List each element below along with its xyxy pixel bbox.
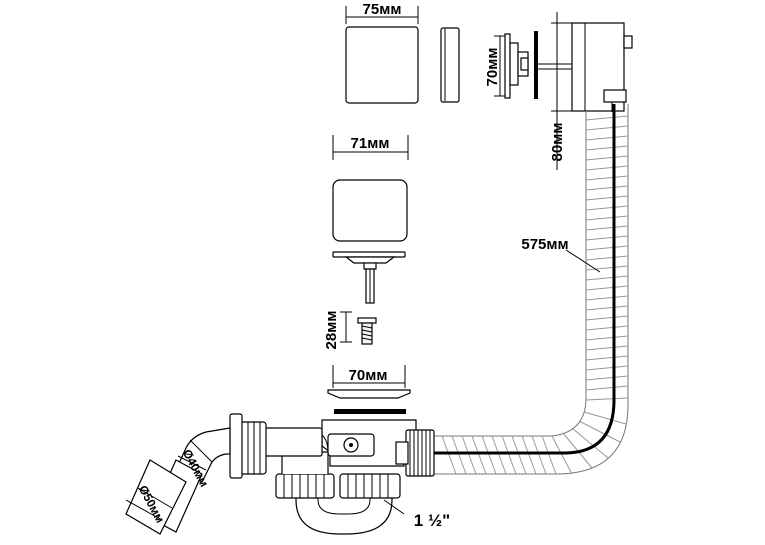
- plug-width-label: 71мм: [351, 135, 390, 152]
- threaded-stud: [340, 311, 377, 345]
- cable-length-label: 575мм: [521, 236, 568, 253]
- overflow-body: [551, 12, 633, 170]
- drain-flange: [327, 365, 411, 414]
- overflow-cover-side: [440, 27, 460, 103]
- outlet-pipe: [125, 413, 267, 535]
- corrugated-hose: [360, 104, 629, 475]
- thread-size-label: 1 ½": [414, 511, 450, 530]
- drain-flange-label: 70мм: [349, 367, 388, 384]
- overflow-depth-label: 80мм: [549, 123, 566, 162]
- overflow-cover: [345, 6, 419, 104]
- thread-leader: [383, 499, 405, 515]
- overflow-knob: [494, 31, 572, 99]
- drain-plug: [332, 135, 409, 304]
- overflow-cover-width-label: 75мм: [363, 1, 402, 18]
- plug-stem-label: 28мм: [323, 311, 340, 350]
- siphon-body: [261, 419, 435, 535]
- overflow-height-label: 70мм: [484, 48, 501, 87]
